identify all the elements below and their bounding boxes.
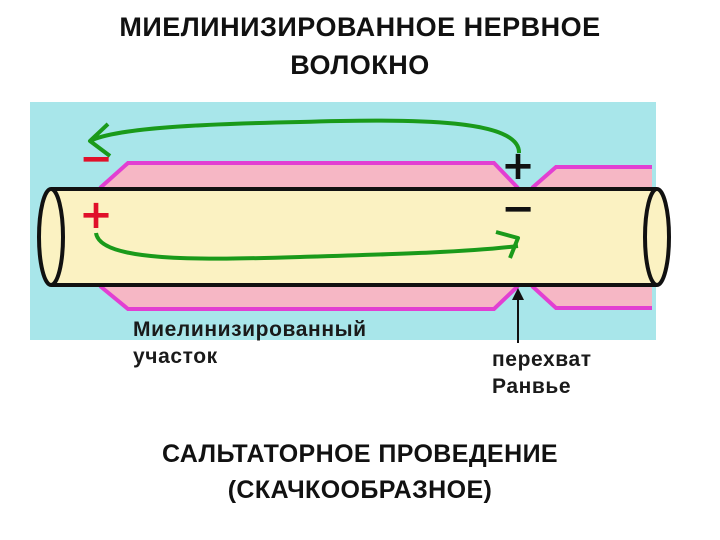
sign-bottom-right: − (501, 186, 535, 232)
myelinated-label-line-2: участок (133, 345, 218, 368)
myelin-sheath-right-bottom (532, 286, 652, 308)
title-line-1: МИЕЛИНИЗИРОВАННОЕ НЕРВНОЕ (119, 12, 601, 42)
myelinated-label-line-1: Миелинизированный (133, 318, 367, 341)
myelinated-segment-label: Миелинизированный участок (133, 316, 367, 370)
current-arrow-bottom (94, 232, 519, 261)
current-arrowhead-bottom (495, 230, 520, 259)
current-arrowhead-top (88, 122, 112, 158)
myelin-edge-right-top (530, 165, 652, 190)
caption-line-1: САЛЬТАТОРНОЕ ПРОВЕДЕНИЕ (161, 440, 559, 468)
axon-left-end (37, 187, 65, 287)
axon-body (51, 189, 657, 285)
myelin-sheath-right-top (532, 167, 652, 188)
myelin-sheath-left-top (100, 163, 518, 188)
node-label-line-2: Ранвье (492, 375, 572, 398)
node-of-ranvier-label: перехват Ранвье (492, 346, 592, 400)
caption-line-2: (СКАЧКООБРАЗНОЕ) (227, 476, 493, 504)
myelin-edge-right-bottom (530, 284, 652, 310)
myelin-edge-left-bottom (98, 284, 520, 311)
diagram-title: МИЕЛИНИЗИРОВАННОЕ НЕРВНОЕ ВОЛОКНО (0, 8, 720, 84)
sign-bottom-left: + (79, 192, 113, 238)
sign-top-left: − (79, 136, 113, 182)
node-label-line-1: перехват (492, 348, 592, 371)
current-arrow-top (91, 118, 522, 154)
conduction-caption: САЛЬТАТОРНОЕ ПРОВЕДЕНИЕ (СКАЧКООБРАЗНОЕ) (0, 436, 720, 508)
node-pointer-arrowhead (512, 288, 524, 300)
title-line-2: ВОЛОКНО (290, 50, 430, 80)
axon-right-end (643, 187, 671, 287)
myelin-sheath-left-bottom (100, 286, 518, 309)
myelin-edge-left-top (98, 161, 520, 190)
sign-top-right: + (501, 143, 535, 189)
